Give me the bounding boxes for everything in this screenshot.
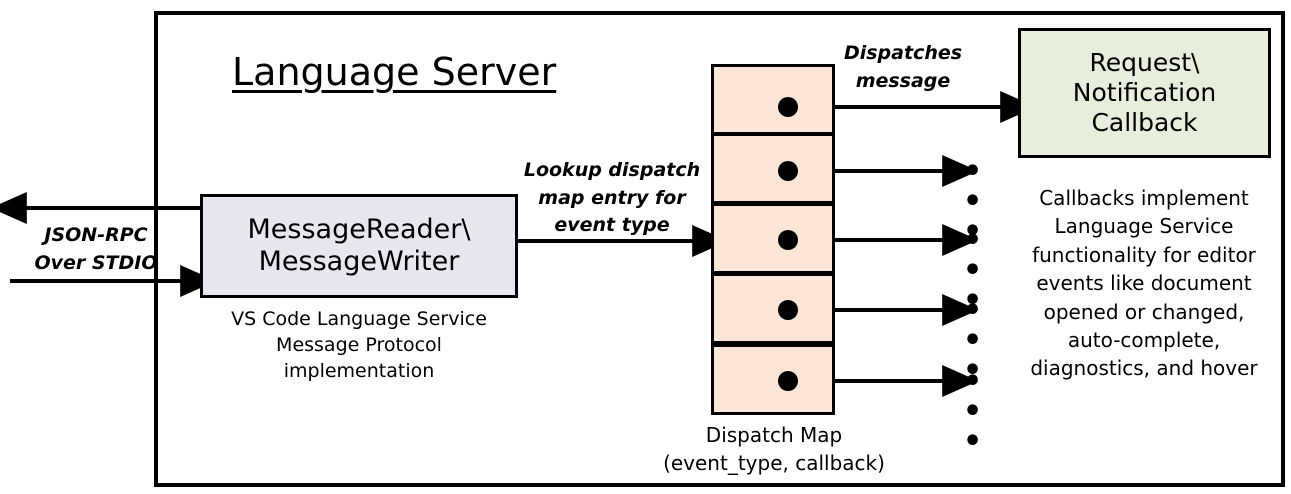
lookup-edge-label: Lookup dispatch map entry for event type (516, 157, 708, 240)
language-server-boundary (154, 11, 1285, 487)
page-title: Language Server (232, 50, 557, 94)
callback-caption-line3: functionality for editor (1032, 242, 1256, 267)
dispatch-edge-label: Dispatches message (830, 40, 976, 95)
dispatch-map-caption-line2: (event_type, callback) (663, 450, 885, 475)
dispatch-map-row[interactable] (711, 344, 835, 415)
external-io-label-line2: Over STDIO (34, 251, 158, 274)
callback-caption-line4: events like document (1036, 271, 1252, 296)
continuation-ellipsis-row-3: • • • (963, 223, 986, 318)
callback-caption-line1: Callbacks implement (1039, 186, 1249, 210)
dispatch-map-row[interactable] (711, 64, 835, 135)
dispatch-edge-label-line1: Dispatches (843, 42, 963, 64)
dispatch-map-row[interactable] (711, 273, 835, 344)
message-io-caption-line1: VS Code Language Service (231, 308, 487, 330)
dispatch-map-entry-dot-icon (778, 300, 798, 320)
message-io-node-line2: MessageWriter (258, 246, 460, 277)
callback-caption-line7: diagnostics, and hover (1030, 356, 1258, 381)
callback-caption-line6: auto-complete, (1067, 327, 1221, 352)
continuation-ellipsis-row-5: • • • (963, 364, 986, 459)
callback-caption-line2: Language Service (1054, 214, 1234, 239)
dispatch-map-entry-dot-icon (778, 230, 798, 250)
dispatch-map-entry-dot-icon (778, 371, 798, 391)
callback-caption-line5: opened or changed, (1043, 299, 1245, 324)
external-io-label: JSON-RPC Over STDIO (20, 222, 172, 277)
callback-node-line1: Request\ (1089, 48, 1200, 77)
external-io-label-line1: JSON-RPC (44, 224, 148, 246)
dispatch-map-entry-dot-icon (778, 161, 798, 181)
callback-node-caption: Callbacks implement Language Service fun… (1010, 184, 1278, 383)
message-io-node-caption: VS Code Language Service Message Protoco… (200, 306, 518, 385)
message-io-node-line1: MessageReader\ (247, 214, 471, 246)
message-io-caption-line2: Message Protocol implementation (276, 334, 442, 383)
callback-node-line3: Callback (1091, 108, 1198, 137)
dispatch-map-row[interactable] (711, 133, 835, 204)
callback-node[interactable]: Request\ Notification Callback (1018, 28, 1271, 158)
continuation-ellipsis-row-4: • • • (963, 293, 986, 388)
lookup-edge-label-line3: event type (554, 214, 670, 237)
dispatch-map-caption-line1: Dispatch Map (705, 423, 843, 447)
dispatch-map-caption: Dispatch Map (event_type, callback) (660, 422, 888, 477)
lookup-edge-label-line1: Lookup dispatch (523, 159, 701, 181)
dispatch-edge-label-line2: message (855, 69, 951, 92)
callback-node-line2: Notification (1072, 78, 1217, 107)
dispatch-map-entry-dot-icon (778, 97, 798, 117)
message-io-node[interactable]: MessageReader\ MessageWriter (200, 194, 518, 298)
continuation-ellipsis-row-2: • • • (963, 154, 986, 249)
dispatch-map-row[interactable] (711, 203, 835, 274)
lookup-edge-label-line2: map entry for (538, 186, 686, 209)
